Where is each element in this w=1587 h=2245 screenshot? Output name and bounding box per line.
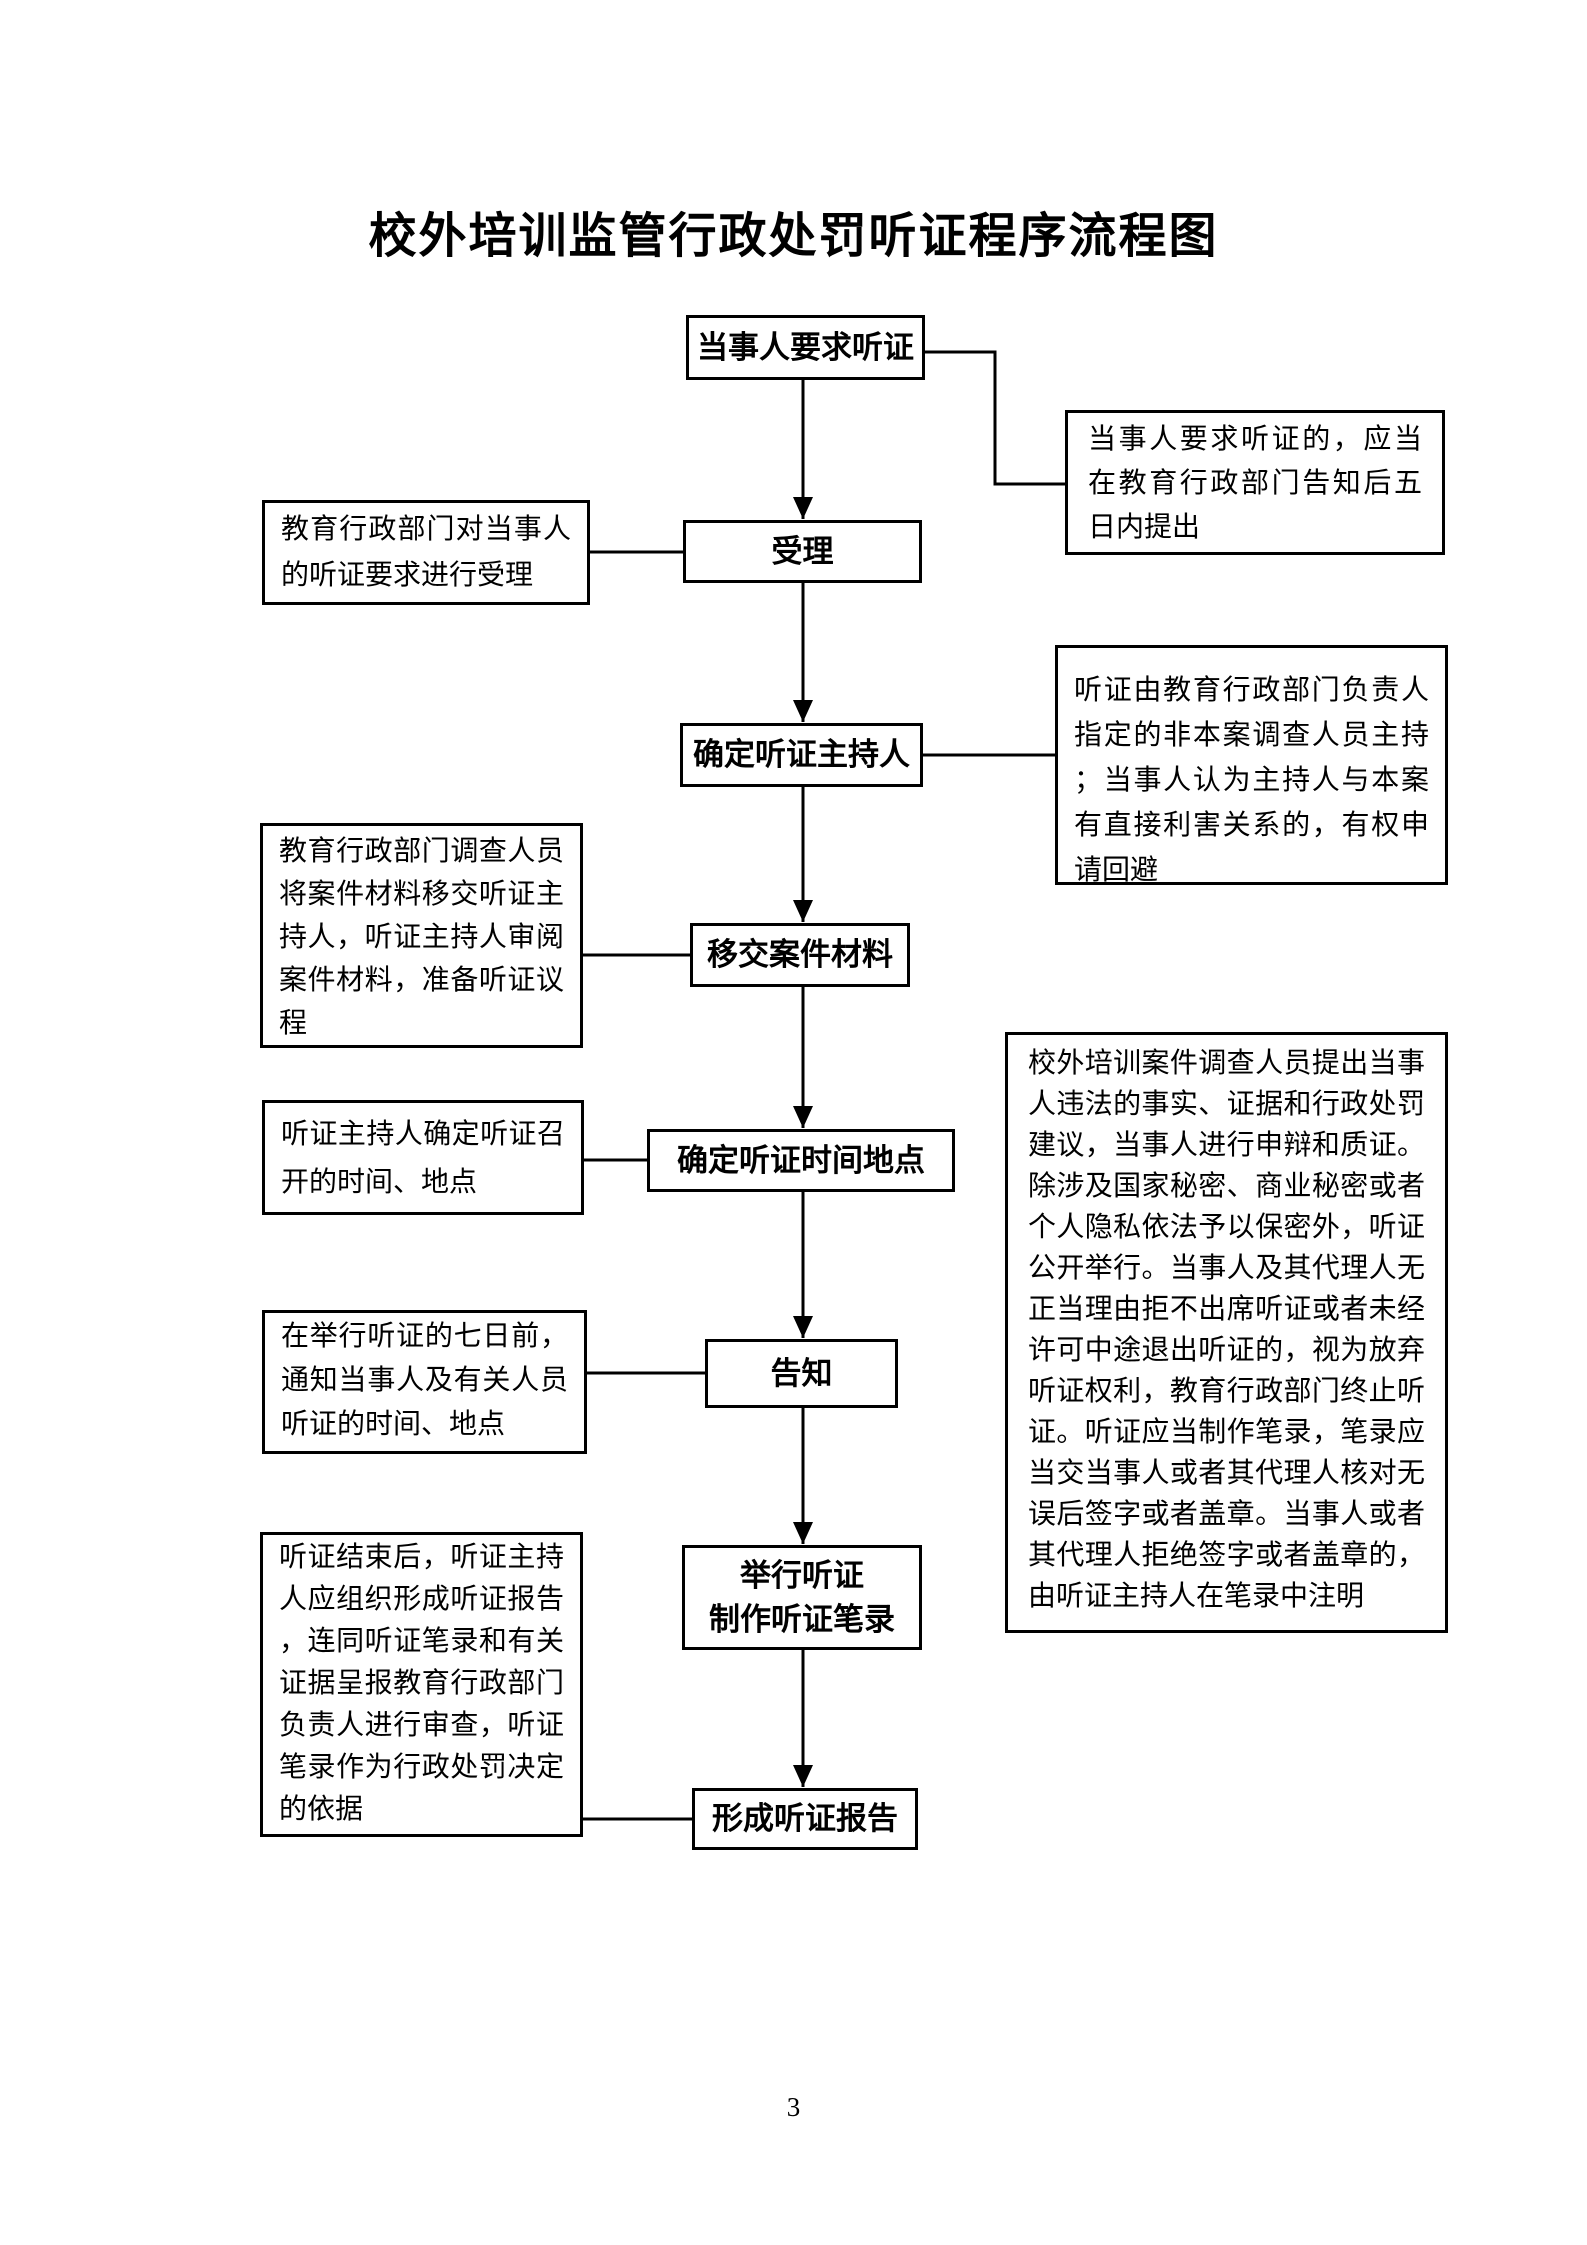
note-hearing-procedure-detail: 校外培训案件调查人员提出当事人违法的事实、证据和行政处罚建议，当事人进行申辩和质… [1005,1032,1448,1633]
flow-node-accept: 受理 [683,520,922,583]
flow-node-label-line2: 制作听证笔录 [709,1601,895,1637]
note-notify-deadline: 在举行听证的七日前，通知当事人及有关人员听证的时间、地点 [262,1310,587,1454]
flow-node-label: 受理 [771,533,834,569]
flow-node-label: 形成听证报告 [712,1801,898,1836]
note-material-transfer-detail: 教育行政部门调查人员将案件材料移交听证主持人，听证主持人审阅案件材料，准备听证议… [260,823,583,1048]
flow-node-label: 告知 [770,1355,833,1391]
flow-node-request-hearing: 当事人要求听证 [686,315,925,380]
flow-node-label: 确定听证时间地点 [677,1142,925,1178]
flow-node-label-line1: 举行听证 [740,1557,864,1593]
note-accept-requirement: 教育行政部门对当事人的听证要求进行受理 [262,500,590,605]
flow-node-determine-time-place: 确定听证时间地点 [647,1129,955,1192]
flow-node-notify: 告知 [705,1339,898,1408]
flow-node-label: 确定听证主持人 [693,737,910,772]
flow-node-form-report: 形成听证报告 [692,1788,918,1850]
flow-node-hold-hearing: 举行听证 制作听证笔录 [682,1545,922,1650]
flow-node-determine-host: 确定听证主持人 [680,723,923,787]
page-number: 3 [786,2092,801,2122]
page-title: 校外培训监管行政处罚听证程序流程图 [368,210,1219,263]
note-time-place-detail: 听证主持人确定听证召开的时间、地点 [262,1100,584,1215]
flow-node-transfer-materials: 移交案件材料 [690,923,910,987]
note-host-designation: 听证由教育行政部门负责人指定的非本案调查人员主持；当事人认为主持人与本案有直接利… [1055,645,1448,886]
flow-node-label: 移交案件材料 [707,937,893,972]
flow-node-label: 当事人要求听证 [697,329,914,365]
note-report-detail: 听证结束后，听证主持人应组织形成听证报告，连同听证笔录和有关证据呈报教育行政部门… [260,1532,583,1837]
note-request-deadline: 当事人要求听证的，应当在教育行政部门告知后五日内提出 [1065,410,1445,555]
